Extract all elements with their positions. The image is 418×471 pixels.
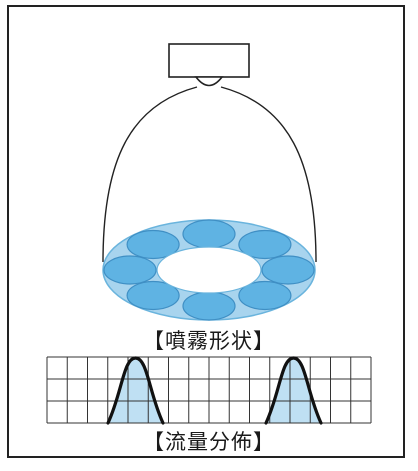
flow-peak-area [108, 358, 163, 423]
flow-peak-curve [264, 356, 323, 425]
nozzle-tip [194, 76, 224, 87]
spray-pattern [102, 219, 316, 321]
flow-distribution-caption: 【流量分佈】 [143, 430, 275, 454]
spray-droplet [126, 229, 180, 260]
spray-droplet [182, 219, 236, 249]
nozzle-body [168, 43, 250, 78]
spray-ring-hollow-center [156, 246, 262, 294]
spray-droplet [238, 280, 292, 311]
spray-droplet [238, 229, 292, 260]
spray-cone-right-edge [220, 86, 317, 263]
spray-droplet [103, 255, 157, 285]
flow-peak-area [266, 358, 321, 423]
flow-peak-curve [106, 356, 165, 425]
spray-droplet [182, 291, 236, 321]
figure-border [7, 5, 405, 458]
spray-droplet [261, 255, 315, 285]
spray-cone-left-edge [102, 86, 198, 263]
spray-shape-caption: 【噴霧形状】 [143, 329, 275, 353]
spray-droplet [126, 280, 180, 311]
flow-distribution-chart [46, 356, 372, 425]
